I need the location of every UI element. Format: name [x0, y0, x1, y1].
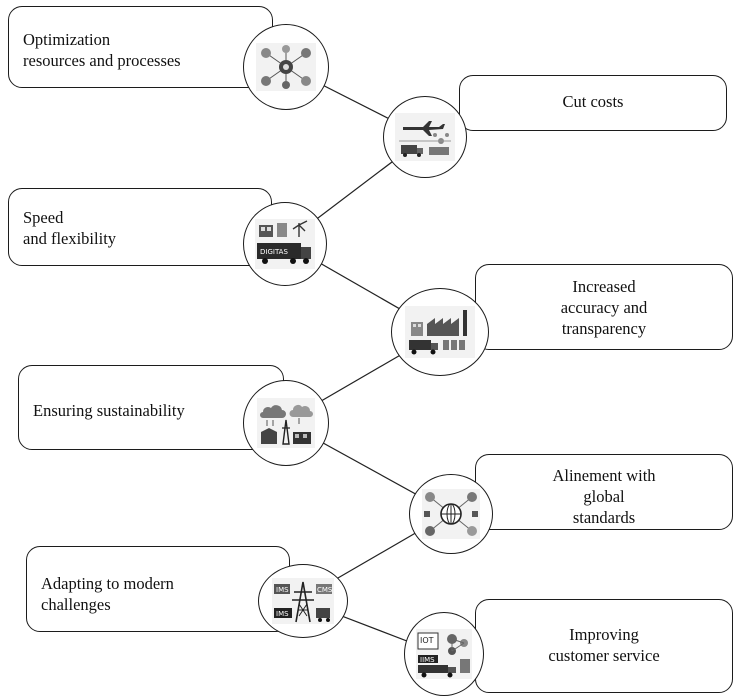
digitas-text: DIGITAS [260, 248, 288, 256]
global-network-icon [422, 489, 480, 539]
iot-text: IOT [420, 636, 434, 645]
box-sustainability: Ensuring sustainability [18, 365, 284, 450]
label-adapting: Adapting to modern challenges [41, 574, 174, 614]
label-cut-costs: Cut costs [562, 92, 624, 111]
label-accuracy: Increased accuracy and transparency [560, 277, 648, 338]
node-sustainability [243, 380, 329, 466]
node-optimization [243, 24, 329, 110]
node-speed: DIGITAS [243, 202, 327, 286]
iot-truck-icon: IOT IIMS [416, 629, 472, 679]
box-customer-service: Improving customer service [475, 599, 733, 693]
label-speed: Speed and flexibility [23, 208, 117, 248]
network-gears-icon [256, 43, 316, 91]
box-accuracy: Increased accuracy and transparency [475, 264, 733, 350]
iims-text: IIMS [420, 656, 435, 664]
cms-text: CMS [317, 586, 333, 594]
ims-text-2: IMS [276, 610, 289, 618]
label-sustainability: Ensuring sustainability [33, 401, 185, 420]
cloud-factory-icon [257, 398, 315, 448]
label-optimization: Optimization resources and processes [23, 30, 181, 70]
box-standards: Alinement with global standards [475, 454, 733, 530]
label-customer-service: Improving customer service [548, 625, 660, 665]
node-cut-costs [383, 96, 467, 178]
power-tower-ims-icon: IMS CMS IMS [272, 578, 334, 624]
node-standards [409, 474, 493, 554]
box-adapting: Adapting to modern challenges [26, 546, 290, 632]
node-accuracy [391, 288, 489, 376]
airplane-logistics-icon [395, 113, 455, 161]
factory-truck-icon [405, 306, 475, 358]
box-optimization: Optimization resources and processes [8, 6, 273, 88]
box-speed: Speed and flexibility [8, 188, 272, 266]
box-cut-costs: Cut costs [459, 75, 727, 131]
node-customer-service: IOT IIMS [404, 612, 484, 696]
digitas-truck-icon: DIGITAS [255, 219, 315, 269]
node-adapting: IMS CMS IMS [258, 564, 348, 638]
label-standards: Alinement with global standards [552, 466, 656, 527]
ims-text: IMS [276, 586, 289, 594]
